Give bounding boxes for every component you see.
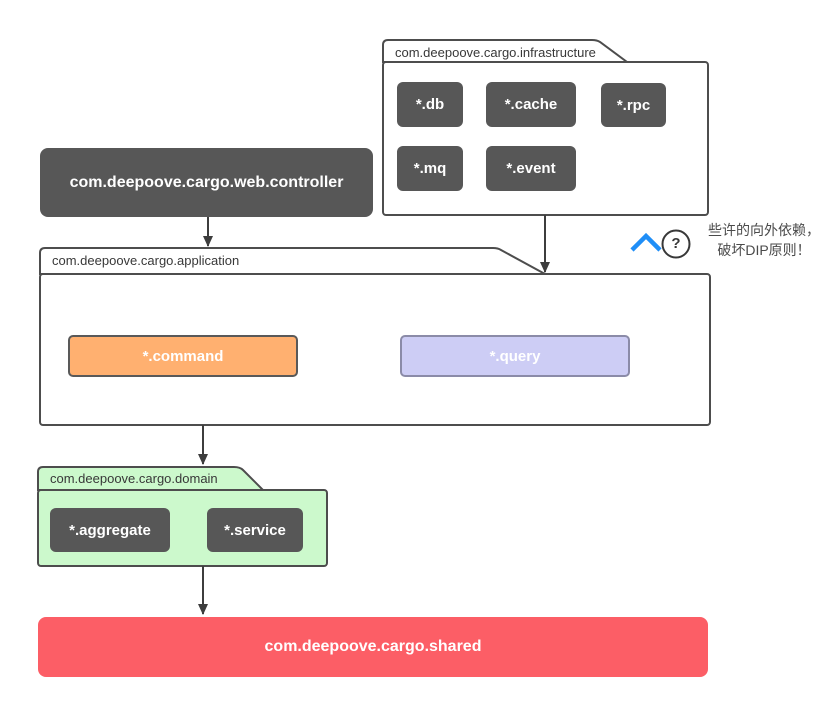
module-rpc: *.rpc: [601, 83, 666, 127]
module-cache: *.cache: [486, 82, 576, 127]
chevron-up-icon[interactable]: [630, 232, 662, 252]
module-db: *.db: [397, 82, 463, 127]
question-mark-glyph[interactable]: ?: [671, 235, 681, 252]
infrastructure-package-label: com.deepoove.cargo.infrastructure: [395, 45, 596, 60]
module-aggregate: *.aggregate: [50, 508, 170, 552]
question-mark-icon[interactable]: [661, 229, 691, 259]
annotation-note: 些许的向外依赖， 破坏DIP原则！: [694, 220, 834, 260]
domain-package-tab: [37, 466, 266, 491]
node-web-controller: com.deepoove.cargo.web.controller: [40, 148, 373, 217]
module-query: *.query: [400, 335, 630, 377]
module-event: *.event: [486, 146, 576, 191]
module-service: *.service: [207, 508, 303, 552]
annotation-line-1: 些许的向外依赖，: [708, 222, 820, 238]
application-package-tab: [39, 247, 546, 275]
domain-package-label: com.deepoove.cargo.domain: [50, 471, 218, 486]
node-shared: com.deepoove.cargo.shared: [38, 617, 708, 677]
module-mq: *.mq: [397, 146, 463, 191]
application-package-label: com.deepoove.cargo.application: [52, 253, 240, 268]
infrastructure-package-tab: [382, 39, 631, 63]
annotation-line-2: 破坏DIP原则！: [717, 242, 811, 258]
module-command: *.command: [68, 335, 298, 377]
